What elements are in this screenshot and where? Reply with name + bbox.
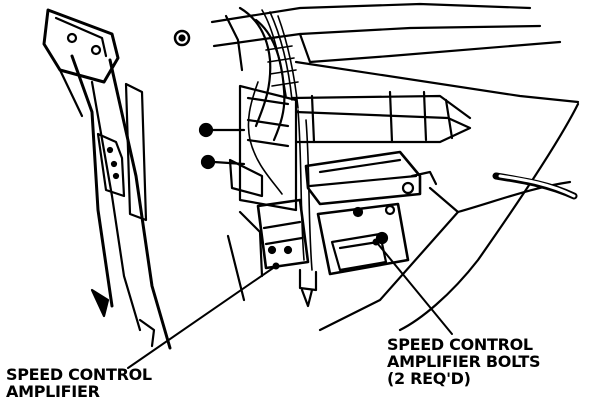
bolts-label-line2: AMPLIFIER BOLTS xyxy=(387,352,541,371)
leader-lines xyxy=(127,238,453,369)
amplifier-label-line2: AMPLIFIER xyxy=(6,382,100,401)
control-box xyxy=(304,150,438,206)
screw xyxy=(173,29,191,47)
speed-control-amplifier xyxy=(256,198,310,270)
amplifier-label: SPEED CONTROL AMPLIFIER xyxy=(6,366,152,400)
firewall-panel xyxy=(70,54,172,350)
lower-panel xyxy=(226,186,460,332)
bolts-label: SPEED CONTROL AMPLIFIER BOLTS (2 REQ'D) xyxy=(387,336,540,387)
amplifier-label-line1: SPEED CONTROL xyxy=(6,365,152,384)
module-housing xyxy=(228,84,298,212)
right-trim xyxy=(398,102,580,332)
mounting-bracket xyxy=(42,8,120,118)
amplifier-mount-bracket xyxy=(316,202,410,276)
steering-column xyxy=(210,2,580,144)
bolts-label-line1: SPEED CONTROL xyxy=(387,335,533,354)
bolts-label-line3: (2 REQ'D) xyxy=(387,369,471,388)
leader-line-bolts xyxy=(377,243,453,335)
panel-bolts xyxy=(198,122,246,170)
connector-plug xyxy=(298,268,318,308)
leader-line-amplifier xyxy=(127,265,277,369)
